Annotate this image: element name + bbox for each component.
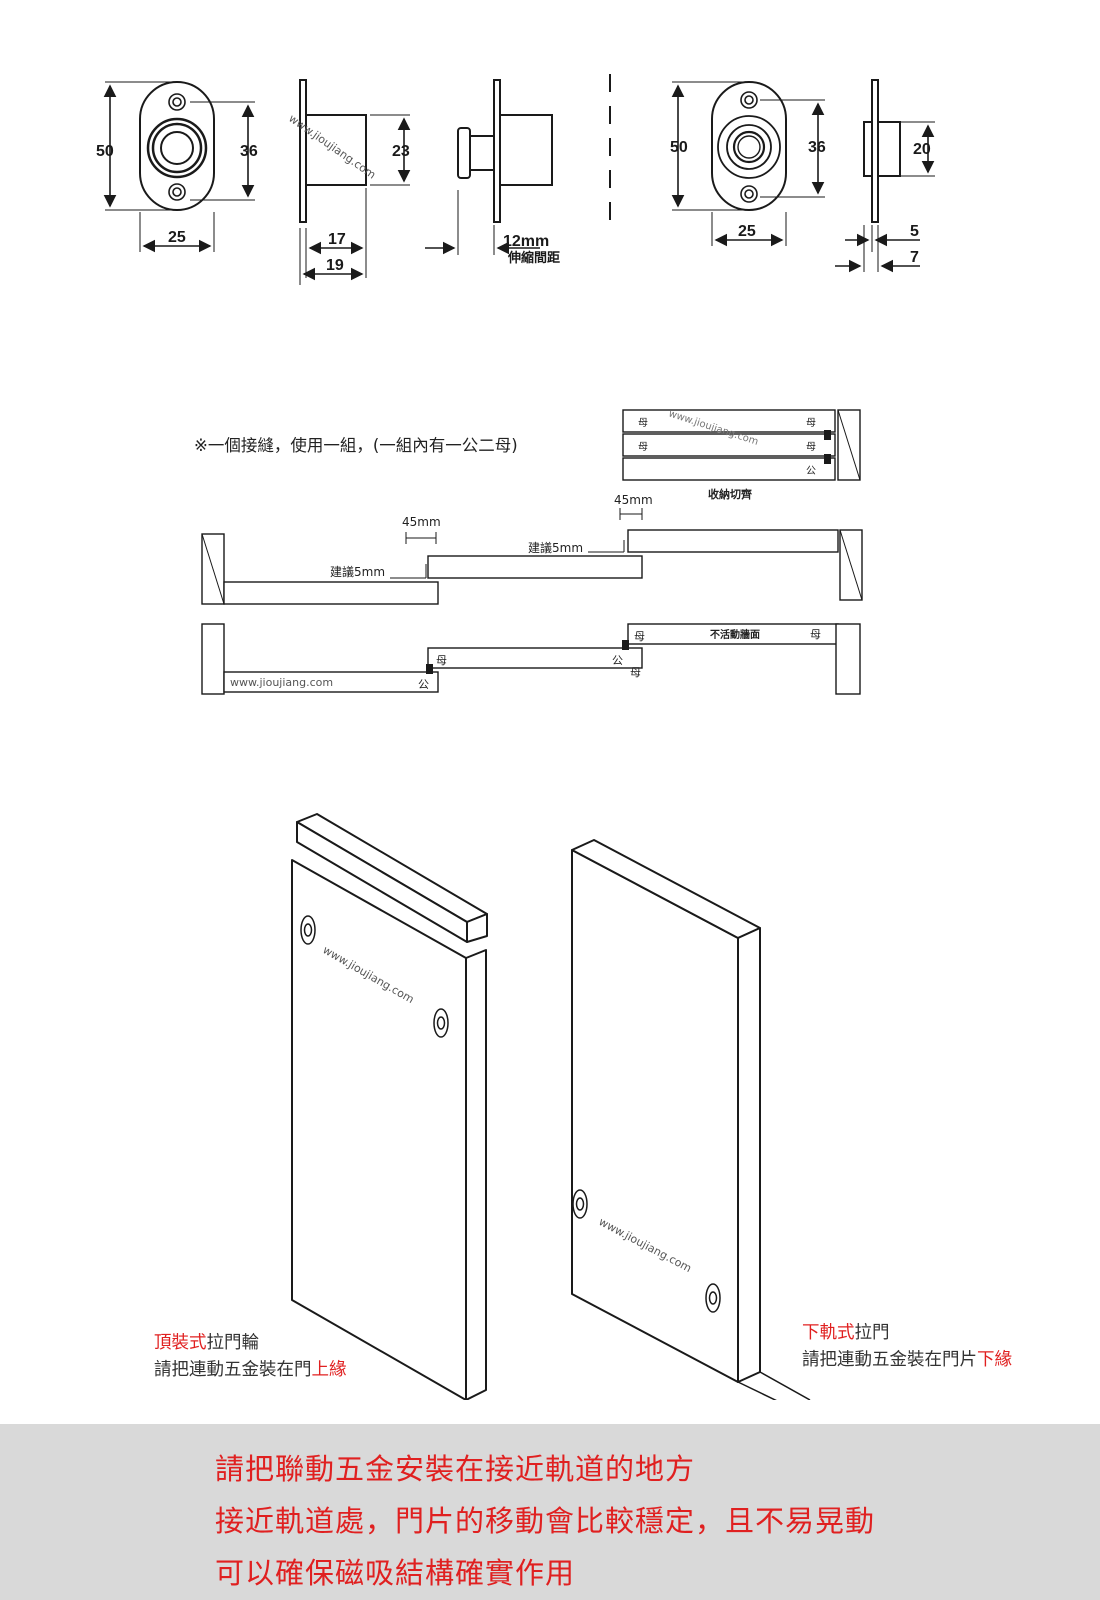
front-view-left [103, 81, 255, 253]
gap-45mm-right: 45mm [614, 493, 653, 507]
female-label: 母 [806, 441, 816, 453]
caption-bottom-track-line1: 下軌式拉門 [802, 1323, 890, 1343]
usage-note: ※一個接縫，使用一組，(一組內有一公二母) [194, 436, 518, 455]
male-label: 公 [806, 466, 816, 477]
storage-label: 收納切齊 [708, 487, 753, 501]
gap-45mm-left: 45mm [402, 515, 441, 529]
footer-note-2: 接近軌道處，門片的移動會比較穩定，且不易晃動 [215, 1504, 876, 1538]
caption-top-hung-line2: 請把連動五金裝在門上緣 [154, 1360, 347, 1380]
front-right-hole-span: 36 [808, 139, 826, 156]
footer-notes: 請把聯動五金安裝在接近軌道的地方 接近軌道處，門片的移動會比較穩定，且不易晃動 … [0, 1424, 1100, 1600]
front-right-width: 25 [738, 223, 756, 240]
suggest-5mm-left: 建議5mm [330, 565, 385, 579]
layout-diagram: 收納切齊 45mm 45mm 建議5mm 建議5mm 母 母 母 母 公 公 母… [201, 408, 863, 695]
bottom-edge-highlight: 下緣 [977, 1350, 1012, 1370]
side-left-depth-inner: 17 [328, 231, 346, 248]
side-view-extended [425, 79, 553, 255]
male-label: 公 [612, 654, 623, 667]
watermark: www.jioujiang.com [230, 676, 333, 689]
top-hung-door [291, 813, 488, 1400]
fixed-panel-label: 不活動牆面 [710, 628, 760, 641]
caption-bottom-track-line2: 請把連動五金裝在門片下緣 [802, 1350, 1012, 1370]
side-right-plate: 5 [910, 223, 919, 240]
top-hung-type: 頂裝式 [154, 1333, 207, 1353]
side-right-total: 7 [910, 249, 919, 266]
female-label: 母 [638, 441, 648, 453]
male-label: 公 [418, 678, 429, 691]
female-label: 母 [638, 417, 648, 429]
travel-label: 伸縮間距 [507, 250, 560, 266]
bottom-track-type: 下軌式 [802, 1323, 855, 1343]
caption-bottom-track: 下軌式拉門 請把連動五金裝在門片下緣 [802, 1320, 1012, 1374]
front-left-width: 25 [168, 229, 186, 246]
caption-top-hung-line1: 頂裝式拉門輪 [154, 1333, 259, 1353]
side-right-body-height: 20 [913, 141, 931, 158]
female-label: 母 [630, 666, 641, 679]
side-left-depth-outer: 19 [326, 257, 344, 274]
front-left-hole-span: 36 [240, 143, 258, 160]
front-right-height: 50 [670, 139, 688, 156]
female-label: 母 [810, 628, 821, 641]
dimension-drawings: 50 36 25 23 17 19 12mm 50 36 25 20 5 7 伸… [96, 74, 935, 285]
front-left-height: 50 [96, 143, 114, 160]
suggest-5mm-right: 建議5mm [528, 541, 583, 555]
bottom-track-door [571, 839, 811, 1400]
female-label: 母 [634, 630, 645, 643]
travel-value: 12mm [503, 233, 549, 250]
top-edge-highlight: 上緣 [311, 1360, 347, 1380]
female-label: 母 [436, 654, 447, 667]
side-view-left [299, 79, 411, 285]
side-left-body-height: 23 [392, 143, 410, 160]
door-illustrations: www.jioujiang.com www.jioujiang.com [291, 813, 811, 1400]
front-view-right [671, 81, 825, 247]
footer-note-3: 可以確保磁吸結構確實作用 [215, 1556, 576, 1590]
footer-note-1: 請把聯動五金安裝在接近軌道的地方 [215, 1452, 696, 1486]
hardware-icons [300, 915, 721, 1313]
caption-top-hung: 頂裝式拉門輪 請把連動五金裝在門上緣 [154, 1330, 347, 1384]
female-label: 母 [806, 417, 816, 429]
side-view-right [835, 79, 935, 273]
